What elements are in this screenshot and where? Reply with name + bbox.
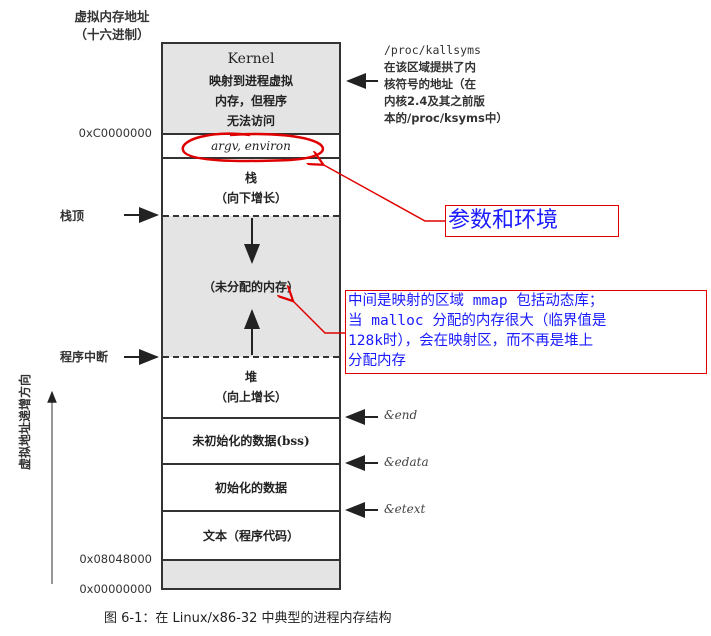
annotation-args-env: 参数和环境 <box>445 205 619 237</box>
segment-stack: 栈 （向下增长） <box>161 157 341 216</box>
kernel-note-line-3: 核符号的地址（在 <box>384 77 476 91</box>
segment-heap: 堆 （向上增长） <box>161 357 341 417</box>
kernel-note-line-2: 在该区域提拱了内 <box>384 60 476 74</box>
etext-symbol-label: &etext <box>384 502 426 516</box>
data-label: 初始化的数据 <box>214 480 287 495</box>
argv-highlight-ellipse <box>181 132 325 163</box>
stack-top-dashed-line <box>163 215 339 217</box>
segment-reserved <box>161 559 341 590</box>
segment-kernel: Kernel 映射到进程虚拟 内存，但程序 无法访问 <box>161 42 341 133</box>
address-text-start: 0x08048000 <box>79 552 152 566</box>
args-env-callout-line <box>322 164 445 222</box>
annotation-mmap-line-1: 中间是映射的区域 mmap 包括动态库； <box>348 293 604 309</box>
annotation-mmap-line-4: 分配内存 <box>348 353 406 369</box>
kernel-label: Kernel <box>227 50 275 67</box>
kernel-note-line-1: /proc/kallsyms <box>384 43 481 57</box>
segment-bss: 未初始化的数据(bss) <box>161 417 341 463</box>
kernel-note-line-4: 内核2.4及其之前版 <box>384 94 485 108</box>
segment-data: 初始化的数据 <box>161 463 341 510</box>
stack-top-label: 栈顶 <box>60 209 85 223</box>
mmap-callout-line <box>292 300 345 334</box>
title-line-2: （十六进制） <box>74 27 150 42</box>
annotation-mmap-line-2: 当 malloc 分配的内存很大（临界值是 <box>348 313 607 329</box>
kernel-desc-2: 内存，但程序 <box>214 93 287 108</box>
stack-desc: （向下增长） <box>214 190 287 205</box>
kernel-note-line-5: 本的/proc/ksyms中） <box>384 111 508 125</box>
argv-label: argv, environ <box>211 139 291 153</box>
annotation-mmap-line-3: 128k时），会在映射区，而不再是堆上 <box>348 333 594 349</box>
kernel-desc-3: 无法访问 <box>226 113 275 128</box>
annotation-mmap: 中间是映射的区域 mmap 包括动态库； 当 malloc 分配的内存很大（临界… <box>345 290 707 374</box>
segment-text: 文本（程序代码） <box>161 510 341 559</box>
title-line-1: 虚拟内存地址 <box>74 9 150 24</box>
stack-label: 栈 <box>244 170 257 185</box>
end-symbol-label: &end <box>384 408 418 422</box>
figure-caption: 图 6-1：在 Linux/x86-32 中典型的进程内存结构 <box>104 611 392 626</box>
edata-symbol-label: &edata <box>384 455 429 469</box>
y-axis-title: 虚拟内存地址 （十六进制） <box>52 8 172 44</box>
address-kernel-start: 0xC0000000 <box>78 126 152 140</box>
program-break-dashed-line <box>163 356 339 358</box>
heap-desc: （向上增长） <box>214 390 287 404</box>
address-zero: 0x00000000 <box>79 582 152 596</box>
unallocated-label: （未分配的内存） <box>202 279 299 294</box>
program-break-label: 程序中断 <box>60 350 109 364</box>
heap-label: 堆 <box>244 370 257 384</box>
text-label: 文本（程序代码） <box>202 528 299 543</box>
bss-label: 未初始化的数据(bss) <box>192 434 310 448</box>
kernel-desc-1: 映射到进程虚拟 <box>208 73 293 88</box>
kernel-note: /proc/kallsyms 在该区域提拱了内 核符号的地址（在 内核2.4及其… <box>384 42 508 127</box>
